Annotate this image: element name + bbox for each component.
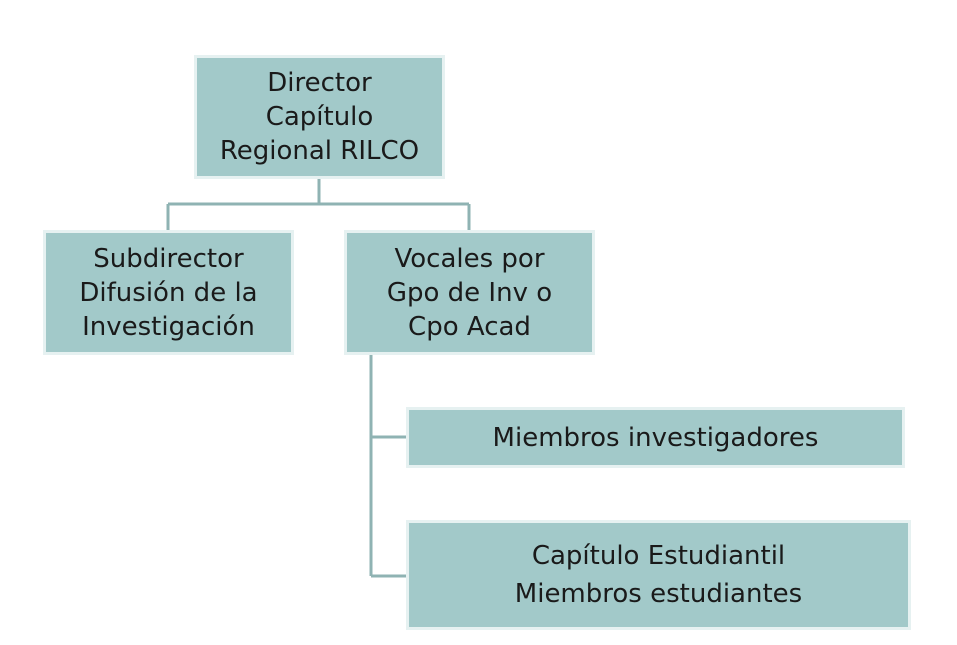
node-vocales: Vocales por Gpo de Inv o Cpo Acad: [344, 230, 595, 355]
node-director: Director Capítulo Regional RILCO: [194, 55, 445, 179]
node-subdirector-line-3: Investigación: [82, 311, 255, 342]
node-capitulo-estudiantil: Capítulo Estudiantil Miembros estudiante…: [406, 520, 911, 630]
node-miembros-investigadores: Miembros investigadores: [406, 407, 905, 468]
node-subdirector-line-1: Subdirector: [93, 243, 244, 274]
node-director-line-3: Regional RILCO: [219, 136, 420, 166]
node-capitulo-line-2: Miembros estudiantes: [514, 579, 803, 609]
node-subdirector: Subdirector Difusión de la Investigación: [43, 230, 294, 355]
node-vocales-line-1: Vocales por: [394, 243, 545, 274]
node-subdirector-line-2: Difusión de la: [79, 277, 258, 308]
node-director-line-2: Capítulo: [265, 102, 374, 132]
node-vocales-line-3: Cpo Acad: [408, 311, 531, 342]
node-vocales-line-2: Gpo de Inv o: [386, 277, 553, 308]
node-miembros-line-1: Miembros investigadores: [492, 422, 819, 453]
node-capitulo-line-1: Capítulo Estudiantil: [531, 541, 786, 571]
node-director-line-1: Director: [267, 68, 372, 98]
